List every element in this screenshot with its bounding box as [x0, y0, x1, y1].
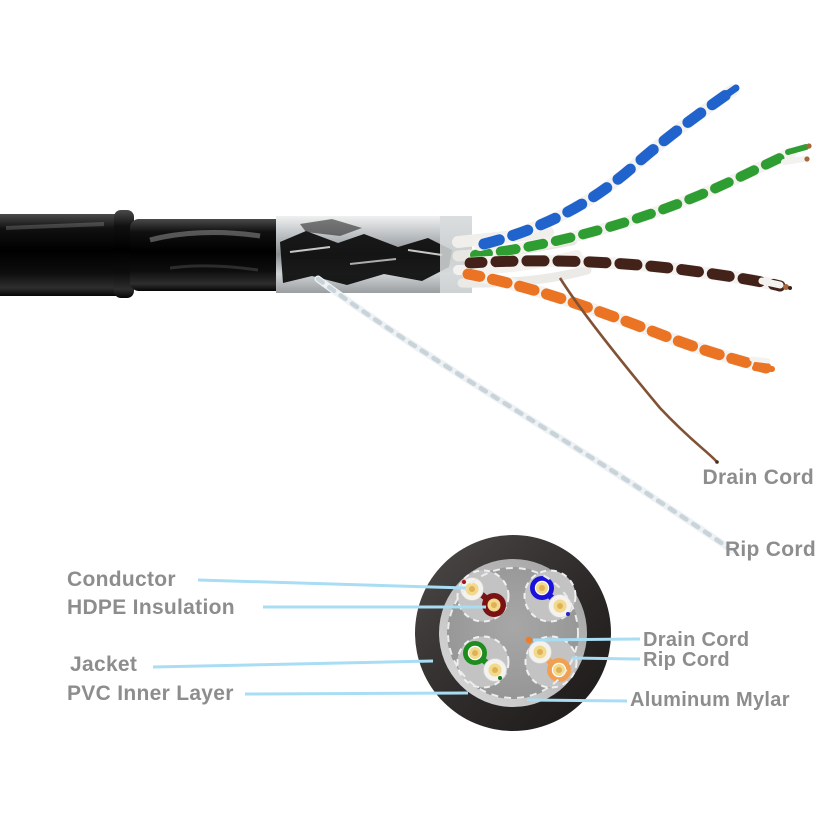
- foil-dark-blotch-top: [300, 219, 362, 236]
- label-jacket: Jacket: [70, 653, 137, 676]
- green-wire-tip: [785, 144, 809, 155]
- outer-jacket-gloss: [5, 222, 105, 230]
- twisted-pair-brown: [464, 254, 792, 292]
- cable-outer-jacket: [0, 210, 134, 298]
- leader-jacket: [152, 659, 434, 669]
- leader-cs-rip-cord: [571, 656, 641, 661]
- label-photo-drain-cord: Drain Cord: [702, 466, 814, 489]
- cs-aluminum-mylar-ring: [447, 567, 579, 699]
- label-photo-rip-cord: Rip Cord: [725, 538, 816, 561]
- brown-pair-color-twist: [464, 255, 786, 292]
- cs-pair-bottom-left: [456, 635, 510, 689]
- brown-tip-copper: [783, 284, 789, 290]
- inner-jacket-body: [130, 219, 290, 291]
- orange-wire-tip: [752, 365, 775, 372]
- label-cs-rip-cord: Rip Cord: [643, 649, 730, 671]
- outer-jacket-body: [0, 214, 132, 296]
- drain-wire-tip: [715, 460, 719, 464]
- foil-crinkle-3: [407, 249, 443, 256]
- bundle-wire-4: [457, 265, 592, 288]
- rip-cord-end: [728, 546, 736, 554]
- labels: Drain Cord Rip Cord Conductor HDPE Insul…: [67, 466, 816, 711]
- conductor-center-core: [539, 585, 545, 591]
- conductor-center-core: [537, 649, 543, 655]
- conductor-center-core: [557, 603, 563, 609]
- cable-inner-jacket: [130, 219, 290, 291]
- blue-wire-tip: [722, 84, 740, 99]
- conductor-center-core: [492, 667, 498, 673]
- wire-color-speck-green: [498, 676, 502, 680]
- blue-pair-color-twist: [474, 84, 739, 251]
- conductor-center-core: [469, 586, 475, 592]
- brown-tip-end: [788, 286, 792, 290]
- green-pair-white-tip: [781, 156, 807, 165]
- cs-pair-top-right: [523, 569, 577, 623]
- cable-photo: [0, 84, 812, 554]
- jacket-step-ring: [114, 210, 134, 298]
- green-tip-copper: [806, 143, 812, 149]
- label-conductor: Conductor: [67, 568, 176, 591]
- orange-pair-color-twist: [462, 268, 772, 374]
- wire-color-speck-red: [462, 580, 466, 584]
- label-cs-drain-cord: Drain Cord: [643, 629, 749, 651]
- leader-lines: [152, 578, 641, 703]
- leader-conductor: [197, 578, 467, 590]
- wire-color-speck-blue: [566, 612, 570, 616]
- leader-cs-drain-cord: [532, 637, 641, 642]
- twisted-pair-blue: [474, 84, 740, 251]
- twisted-pair-orange: [462, 268, 775, 374]
- brown-pair-white-tip: [758, 277, 784, 289]
- leader-aluminum-mylar: [526, 698, 628, 703]
- label-pvc-inner-layer: PVC Inner Layer: [67, 682, 234, 705]
- conductor-center-core: [472, 650, 478, 656]
- cross-section-diagram: [415, 535, 611, 731]
- cs-pair-top-left: [456, 569, 510, 623]
- leader-pvc-inner-layer: [244, 691, 469, 696]
- rip-cord-braid: [315, 276, 733, 552]
- drain-wire: [558, 277, 719, 464]
- label-hdpe-insulation: HDPE Insulation: [67, 596, 235, 619]
- inner-jacket-gloss-1: [149, 230, 261, 243]
- foil-crinkle-1: [289, 246, 331, 253]
- inner-jacket-gloss-2: [169, 264, 259, 272]
- cs-pair-bottom-right: [524, 635, 578, 689]
- foil-dark-blotch: [280, 231, 452, 285]
- green-white-tip-copper: [804, 156, 810, 162]
- orange-pair-white-tip: [749, 356, 771, 364]
- green-pair-color-twist: [470, 148, 796, 260]
- drain-wire-path: [558, 277, 717, 462]
- rip-cord-string: [314, 275, 736, 554]
- twisted-pair-green: [469, 143, 812, 261]
- cs-drain-cord-dot: [525, 636, 533, 644]
- foil-shield: [276, 216, 472, 293]
- foil-crinkle-2: [349, 258, 397, 265]
- conductor-center-core: [556, 667, 562, 673]
- label-aluminum-mylar: Aluminum Mylar: [630, 689, 790, 711]
- conductor-center-core: [491, 602, 497, 608]
